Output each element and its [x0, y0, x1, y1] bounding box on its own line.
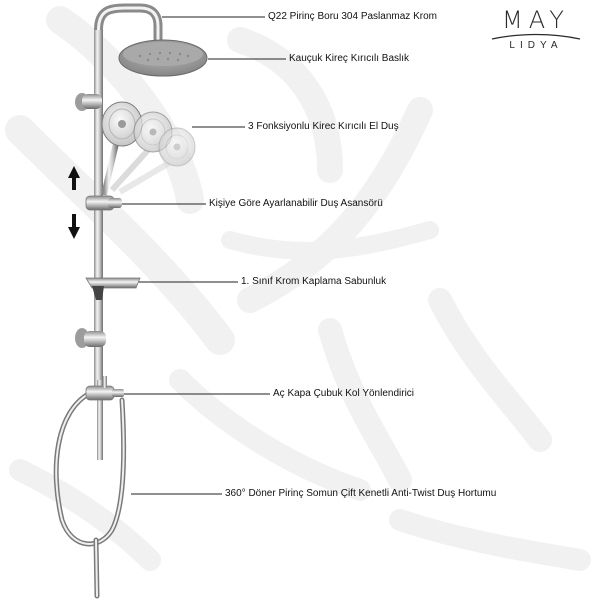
- leader-lines: [110, 16, 286, 495]
- logo-swoosh: [491, 33, 581, 40]
- label-pipe: Q22 Pirinç Boru 304 Paslanmaz Krom: [268, 11, 437, 22]
- brand-logo: MAY LIDYA: [486, 6, 586, 54]
- lower-wall-bracket: [75, 328, 106, 348]
- label-shower-lift: Kişiye Göre Ayarlanabilir Duş Asansörü: [209, 198, 383, 209]
- diverter-lever: [85, 376, 124, 401]
- overhead-shower-head: [118, 39, 208, 77]
- label-diverter: Aç Kapa Çubuk Kol Yönlendirici: [273, 388, 415, 399]
- shower-lift-slider: [85, 195, 122, 211]
- background-watermark: [5, 6, 591, 571]
- down-arrow-icon: [68, 214, 80, 239]
- hand-shower: [101, 101, 196, 196]
- brand-subname: LIDYA: [509, 40, 563, 51]
- shower-hose: [53, 389, 127, 599]
- brand-name: MAY: [502, 6, 570, 34]
- label-soap-dish: 1. Sınıf Krom Kaplama Sabunluk: [241, 276, 387, 287]
- up-arrow-icon: [68, 166, 80, 190]
- label-hand-shower: 3 Fonksiyonlu Kirec Kırıcılı El Duş: [248, 121, 399, 132]
- label-shower-head: Kauçuk Kireç Kırıcılı Baslık: [289, 53, 410, 64]
- upper-wall-bracket: [75, 93, 102, 111]
- soap-dish: [85, 277, 141, 300]
- label-hose: 360° Döner Pirinç Somun Çift Kenetli Ant…: [225, 488, 497, 499]
